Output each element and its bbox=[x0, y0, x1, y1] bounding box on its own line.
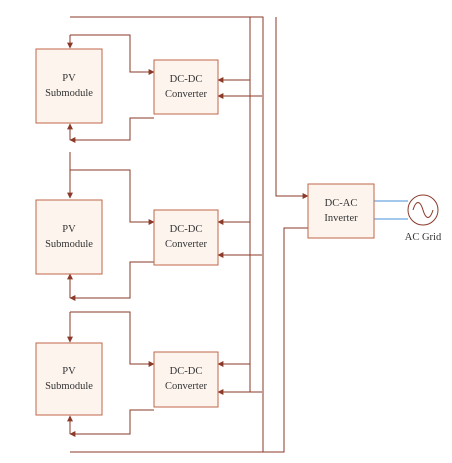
pv-label-line1: PV bbox=[62, 73, 76, 84]
ac-grid-label: AC Grid bbox=[405, 232, 442, 243]
wire bbox=[263, 227, 308, 453]
pv-submodule: PV Submodule bbox=[35, 48, 103, 124]
pv-submodule: PV Submodule bbox=[35, 342, 103, 416]
wire bbox=[69, 117, 154, 143]
pv-label-line2: Submodule bbox=[45, 239, 93, 250]
pv-label-line2: Submodule bbox=[45, 88, 93, 99]
dcac-inverter: DC-AC Inverter bbox=[307, 183, 375, 239]
wire bbox=[69, 152, 155, 225]
wire bbox=[69, 261, 154, 301]
dcdc-converter: DC-DC Converter bbox=[153, 209, 219, 266]
pv-label-line2: Submodule bbox=[45, 381, 93, 392]
pv-submodule: PV Submodule bbox=[35, 199, 103, 275]
converter-label-line1: DC-DC bbox=[170, 74, 203, 85]
converter-label-line2: Converter bbox=[165, 89, 207, 100]
ac-source-icon bbox=[407, 194, 439, 226]
inverter-label-line1: DC-AC bbox=[325, 198, 358, 209]
converter-label-line1: DC-DC bbox=[170, 224, 203, 235]
converter-label-line2: Converter bbox=[165, 381, 207, 392]
wire bbox=[69, 409, 154, 437]
wire bbox=[70, 34, 155, 75]
converter-label-line1: DC-DC bbox=[170, 366, 203, 377]
wire bbox=[275, 17, 309, 199]
wire bbox=[70, 311, 155, 367]
inverter-label-line2: Inverter bbox=[324, 213, 358, 224]
pv-label-line1: PV bbox=[62, 366, 76, 377]
dcdc-converter: DC-DC Converter bbox=[153, 59, 219, 115]
wire bbox=[70, 16, 264, 453]
converter-label-line2: Converter bbox=[165, 239, 207, 250]
pv-label-line1: PV bbox=[62, 224, 76, 235]
dcdc-converter: DC-DC Converter bbox=[153, 351, 219, 408]
connection-wires bbox=[67, 16, 408, 453]
